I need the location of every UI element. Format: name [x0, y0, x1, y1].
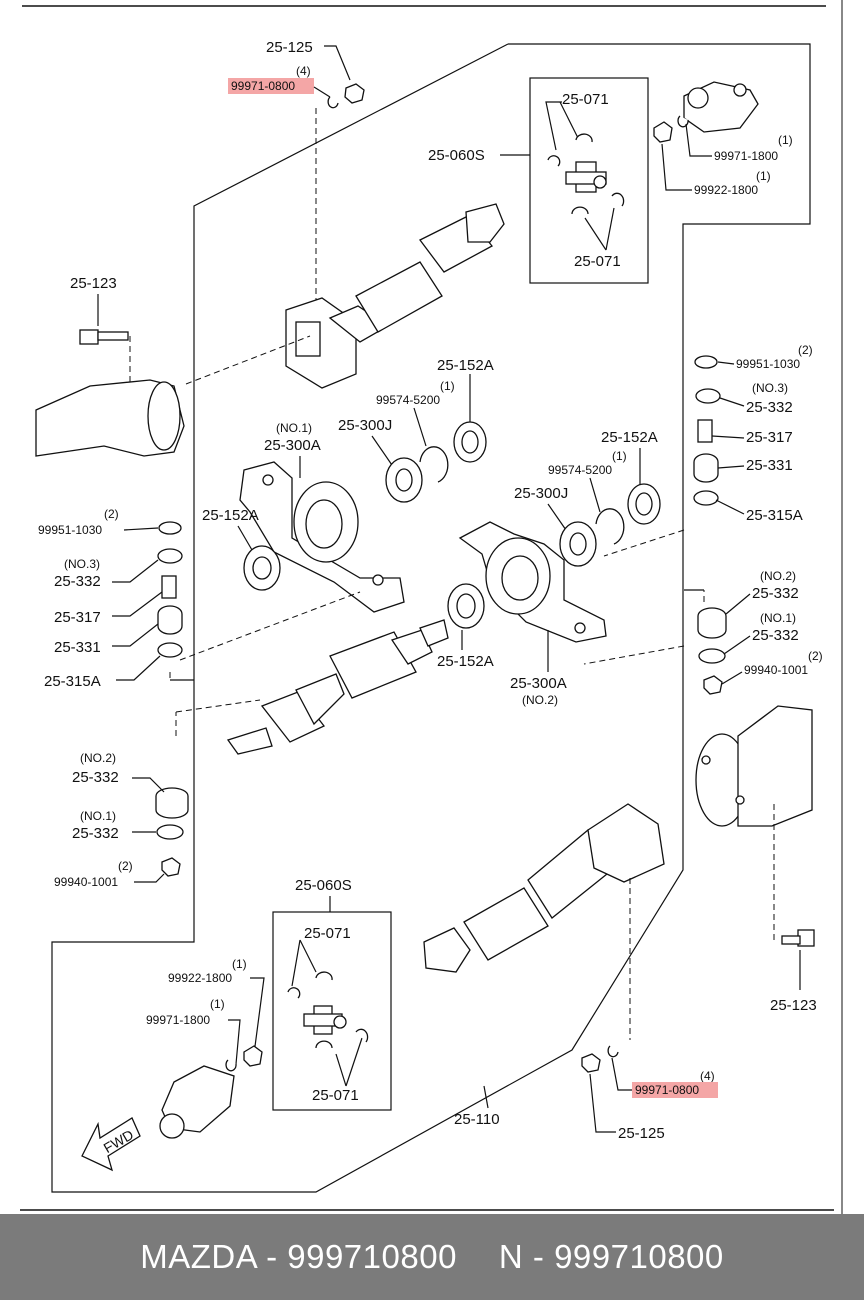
differential-icon [35, 379, 185, 457]
flange-yoke-icon [683, 81, 759, 133]
label-qty-b2: (1) [210, 997, 225, 1011]
label-qty-top: (4) [296, 64, 311, 78]
label-25-152a-l[interactable]: 25-152A [202, 507, 259, 524]
label-25-071-top-b: 25-071 [574, 253, 621, 270]
kit-box-top [529, 77, 649, 284]
label-qty-l1: (2) [104, 507, 119, 521]
center-bearing-bracket-2 [458, 521, 607, 643]
label-qty-l2: (2) [118, 859, 133, 873]
label-25-123-left: 25-123 [70, 275, 117, 292]
label-qty-c1: (1) [440, 379, 455, 393]
bearing-icon [385, 457, 423, 503]
label-qty-b3: (4) [700, 1069, 715, 1083]
label-no3-l: (NO.3) [64, 557, 100, 571]
label-25-300a-b[interactable]: 25-300A [510, 675, 567, 692]
label-25-315a-l[interactable]: 25-315A [44, 673, 101, 690]
label-no1-r: (NO.1) [760, 611, 796, 625]
label-99951-1030-l[interactable]: 99951-1030 [38, 523, 102, 537]
label-99940-1001-l[interactable]: 99940-1001 [54, 875, 118, 889]
label-25-332-l3[interactable]: 25-332 [72, 825, 119, 842]
label-qty-r2: (1) [756, 169, 771, 183]
label-25-332-l2[interactable]: 25-332 [72, 769, 119, 786]
label-25-123-b: 25-123 [770, 997, 817, 1014]
label-25-071-bot-b: 25-071 [312, 1087, 359, 1104]
part-number-footer: MAZDA - 999710800 N - 999710800 [0, 1214, 864, 1300]
fwd-arrow-icon: FWD [81, 1117, 141, 1172]
label-kit-bot: 25-060S [295, 877, 352, 894]
label-99971-0800-bot[interactable]: 99971-0800 [635, 1083, 699, 1097]
parts-diagram: 25-125 (4) 99971-0800 25-060S 25-071 25-… [20, 0, 843, 1214]
label-99922-1800[interactable]: 99922-1800 [694, 183, 758, 197]
label-99971-0800-top[interactable]: 99971-0800 [231, 79, 295, 93]
label-25-125-top: 25-125 [266, 39, 313, 56]
universal-joint-icon [565, 161, 607, 193]
label-25-315a-r[interactable]: 25-315A [746, 507, 803, 524]
label-25-152a-r[interactable]: 25-152A [601, 429, 658, 446]
label-no1: (NO.1) [276, 421, 312, 435]
snap-ring-icon [547, 155, 561, 167]
label-25-331-r[interactable]: 25-331 [746, 457, 793, 474]
label-no2-c: (NO.2) [522, 693, 558, 707]
label-25-152a-b[interactable]: 25-152A [437, 653, 494, 670]
label-99574-5200-b[interactable]: 99574-5200 [548, 463, 612, 477]
label-25-152a-top[interactable]: 25-152A [437, 357, 494, 374]
label-25-332-r3[interactable]: 25-332 [752, 627, 799, 644]
label-25-300a-a[interactable]: 25-300A [264, 437, 321, 454]
propeller-shaft-lower [423, 803, 665, 973]
flange-yoke-icon-2 [159, 1065, 235, 1139]
label-25-125-bot: 25-125 [618, 1125, 665, 1142]
dust-seal-icon-2 [243, 545, 281, 591]
label-99971-1800[interactable]: 99971-1800 [714, 149, 778, 163]
propeller-shaft-front [226, 619, 449, 755]
label-99922-1800[interactable]: 99922-1800 [168, 971, 232, 985]
label-qty-b1: (1) [232, 957, 247, 971]
label-99951-1030-r[interactable]: 99951-1030 [736, 357, 800, 371]
label-no2-l: (NO.2) [80, 751, 116, 765]
label-25-332-r2[interactable]: 25-332 [752, 585, 799, 602]
highlight-box-top [228, 78, 314, 94]
center-bearing-bracket-1 [239, 461, 405, 613]
label-25-071-bot-a: 25-071 [304, 925, 351, 942]
nut-icon-2 [581, 1053, 601, 1073]
washer-icon [327, 96, 339, 109]
label-25-300j-b[interactable]: 25-300J [514, 485, 568, 502]
label-25-332-r[interactable]: 25-332 [746, 399, 793, 416]
label-25-300j-a[interactable]: 25-300J [338, 417, 392, 434]
universal-joint-icon-2 [303, 1005, 347, 1035]
label-99574-5200-a[interactable]: 99574-5200 [376, 393, 440, 407]
label-no3-r: (NO.3) [752, 381, 788, 395]
label-qty-r1: (1) [778, 133, 793, 147]
label-qty-r4: (2) [808, 649, 823, 663]
label-25-071-top-a: 25-071 [562, 91, 609, 108]
bolt-icon [79, 329, 129, 345]
footer-brand-part: MAZDA - 999710800 [140, 1238, 457, 1275]
label-no1-l: (NO.1) [80, 809, 116, 823]
label-no2-r: (NO.2) [760, 569, 796, 583]
assembly-outline [51, 43, 811, 1193]
label-25-317-l[interactable]: 25-317 [54, 609, 101, 626]
label-qty-c2: (1) [612, 449, 627, 463]
kit-box-bot [272, 911, 392, 1111]
label-99940-1001-r[interactable]: 99940-1001 [744, 663, 808, 677]
transmission-icon [695, 705, 813, 827]
bolt-icon-2 [781, 929, 815, 947]
highlight-box-bot [632, 1082, 718, 1098]
propeller-shaft-rear [285, 203, 505, 389]
footer-alt-part: N - 999710800 [498, 1238, 724, 1275]
label-25-317-r[interactable]: 25-317 [746, 429, 793, 446]
label-25-332-l[interactable]: 25-332 [54, 573, 101, 590]
label-qty-r3: (2) [798, 343, 813, 357]
label-kit-top: 25-060S [428, 147, 485, 164]
label-25-331-l[interactable]: 25-331 [54, 639, 101, 656]
nut-icon [344, 83, 365, 104]
label-99971-1800-b[interactable]: 99971-1800 [146, 1013, 210, 1027]
label-25-110: 25-110 [454, 1111, 500, 1128]
dust-seal-icon [453, 421, 487, 463]
